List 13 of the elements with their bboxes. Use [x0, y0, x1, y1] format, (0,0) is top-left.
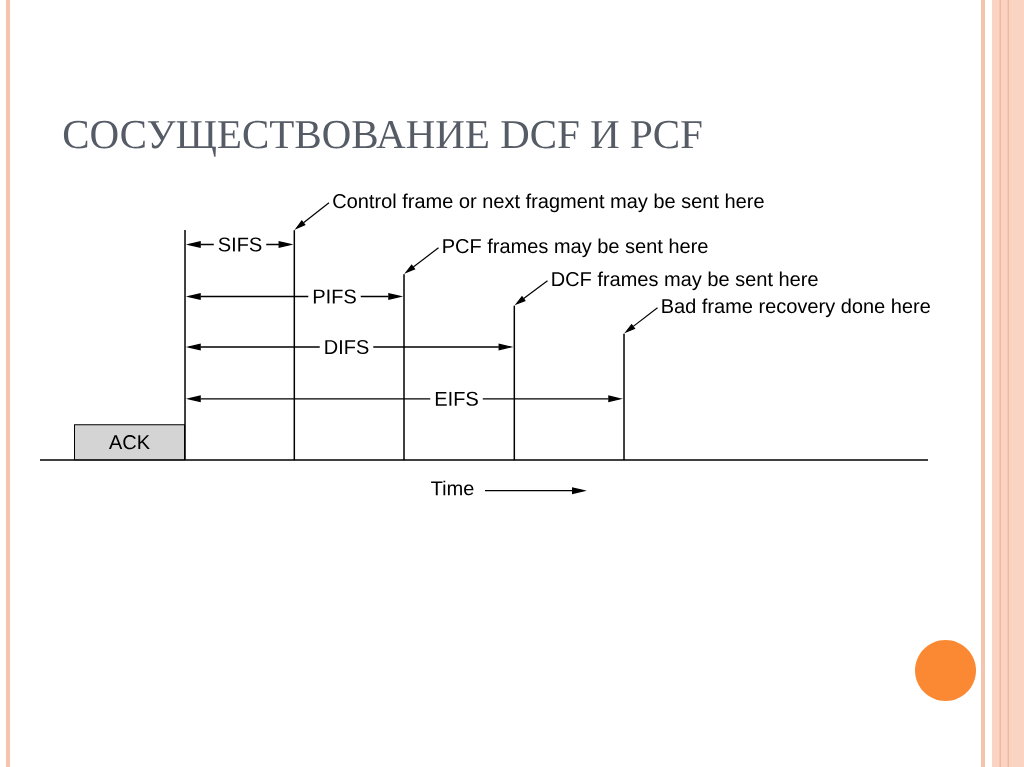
callout-text: DCF frames may be sent here [552, 271, 818, 291]
dimension-label: DIFS [319, 338, 374, 356]
dimension-label: PIFS [308, 288, 361, 305]
callout-text: Control frame or next fragment may be sent here [333, 193, 764, 213]
title: СОСУЩЕСТВОВАНИЕ DCF И PCF [63, 120, 702, 157]
callout-text: PCF frames may be sent here [443, 238, 708, 258]
axis-label: Time [431, 480, 474, 496]
frame-box: ACK [74, 424, 185, 461]
marker-line [623, 333, 625, 461]
callout-text: Bad frame recovery done here [662, 298, 930, 318]
marker-line [403, 274, 405, 461]
dimension-label: EIFS [430, 390, 483, 407]
dimension-label: SIFS [213, 236, 267, 253]
